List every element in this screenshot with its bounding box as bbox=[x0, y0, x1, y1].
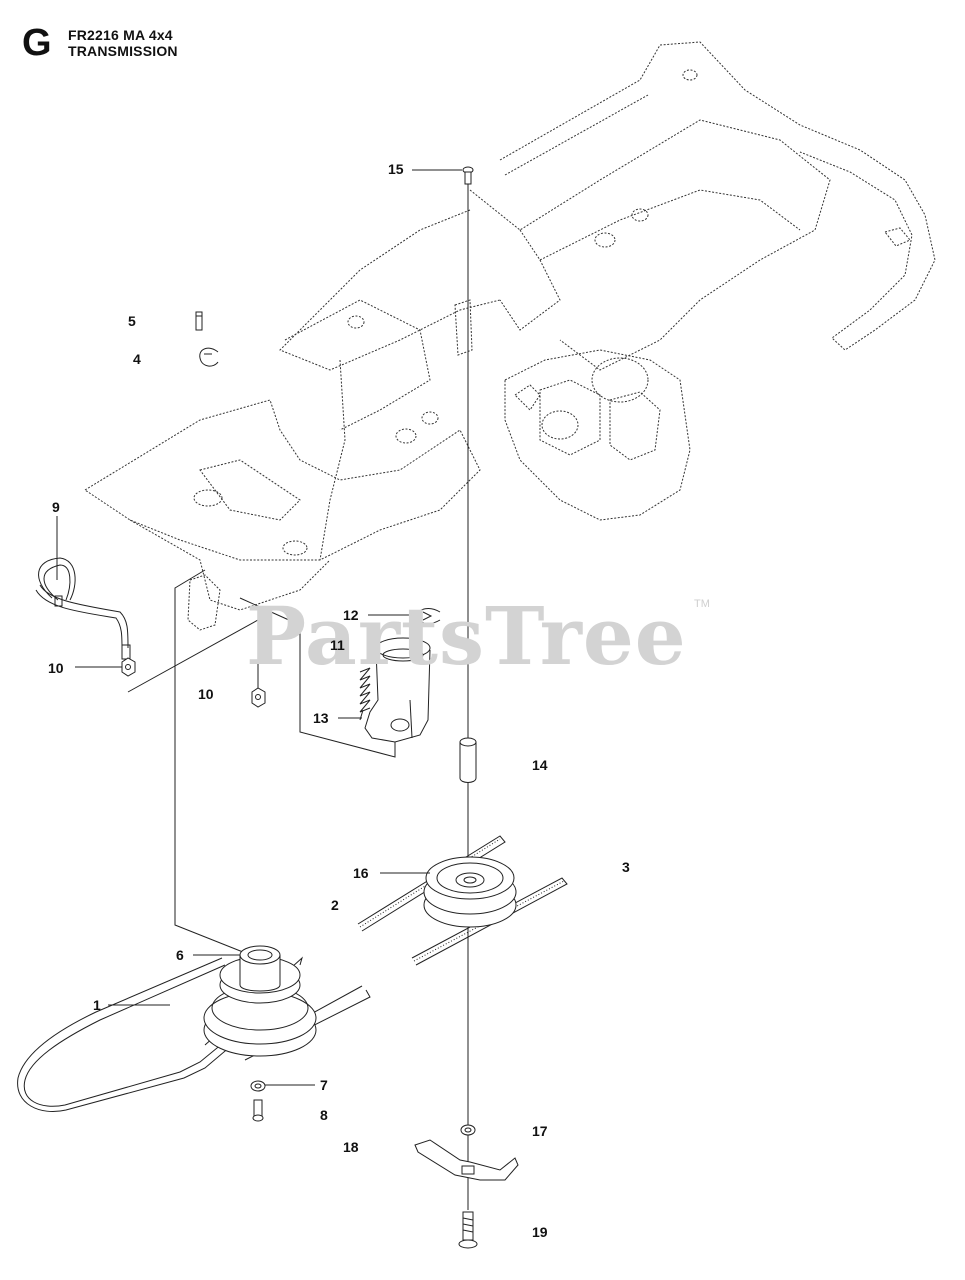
belt-part-1 bbox=[17, 956, 371, 1112]
clip-part-4 bbox=[199, 347, 219, 367]
callout-7: 7 bbox=[320, 1077, 328, 1093]
callout-16: 16 bbox=[353, 865, 369, 881]
nut-part-10-left bbox=[121, 657, 136, 677]
assembly-bracket-lines bbox=[127, 569, 396, 959]
callout-9: 9 bbox=[52, 499, 60, 515]
callout-13: 13 bbox=[313, 710, 329, 726]
callout-5: 5 bbox=[128, 313, 136, 329]
cable-part-9 bbox=[35, 557, 131, 660]
e-clip-part-12 bbox=[417, 608, 441, 624]
callout-15: 15 bbox=[388, 161, 404, 177]
callout-11: 11 bbox=[330, 637, 345, 653]
callout-14: 14 bbox=[532, 757, 548, 773]
pin-part-5 bbox=[195, 311, 203, 331]
bushing-part-14 bbox=[459, 737, 477, 783]
chassis-frame bbox=[84, 41, 936, 631]
tensioner-arm-part-11 bbox=[364, 637, 431, 743]
callout-10-right: 10 bbox=[198, 686, 214, 702]
callout-2: 2 bbox=[331, 897, 339, 913]
washer-part-17 bbox=[460, 1124, 476, 1136]
callout-3: 3 bbox=[622, 859, 630, 875]
nut-part-10-right bbox=[251, 687, 266, 708]
belt-guide-part-18 bbox=[414, 1139, 519, 1181]
callout-4: 4 bbox=[133, 351, 141, 367]
callout-1: 1 bbox=[93, 997, 101, 1013]
bolt-part-19 bbox=[458, 1211, 478, 1249]
model-name: FR2216 MA 4x4 bbox=[68, 27, 173, 43]
watermark-logo: PartsTree bbox=[246, 589, 687, 683]
callout-17: 17 bbox=[532, 1123, 548, 1139]
callout-6: 6 bbox=[176, 947, 184, 963]
bolt-part-15 bbox=[462, 166, 474, 185]
washer-part-7 bbox=[250, 1080, 266, 1092]
callout-18: 18 bbox=[343, 1139, 359, 1155]
pulley-part-6 bbox=[203, 945, 317, 1057]
watermark-trademark: TM bbox=[694, 598, 710, 610]
callout-8: 8 bbox=[320, 1107, 328, 1123]
callout-19: 19 bbox=[532, 1224, 548, 1240]
section-title: TRANSMISSION bbox=[68, 43, 178, 59]
bolt-part-8 bbox=[252, 1099, 264, 1122]
callout-leaders bbox=[56, 169, 462, 1086]
pulley-part-16 bbox=[423, 856, 517, 928]
callout-10-left: 10 bbox=[48, 660, 64, 676]
section-letter: G bbox=[22, 22, 52, 64]
callout-12: 12 bbox=[343, 607, 359, 623]
